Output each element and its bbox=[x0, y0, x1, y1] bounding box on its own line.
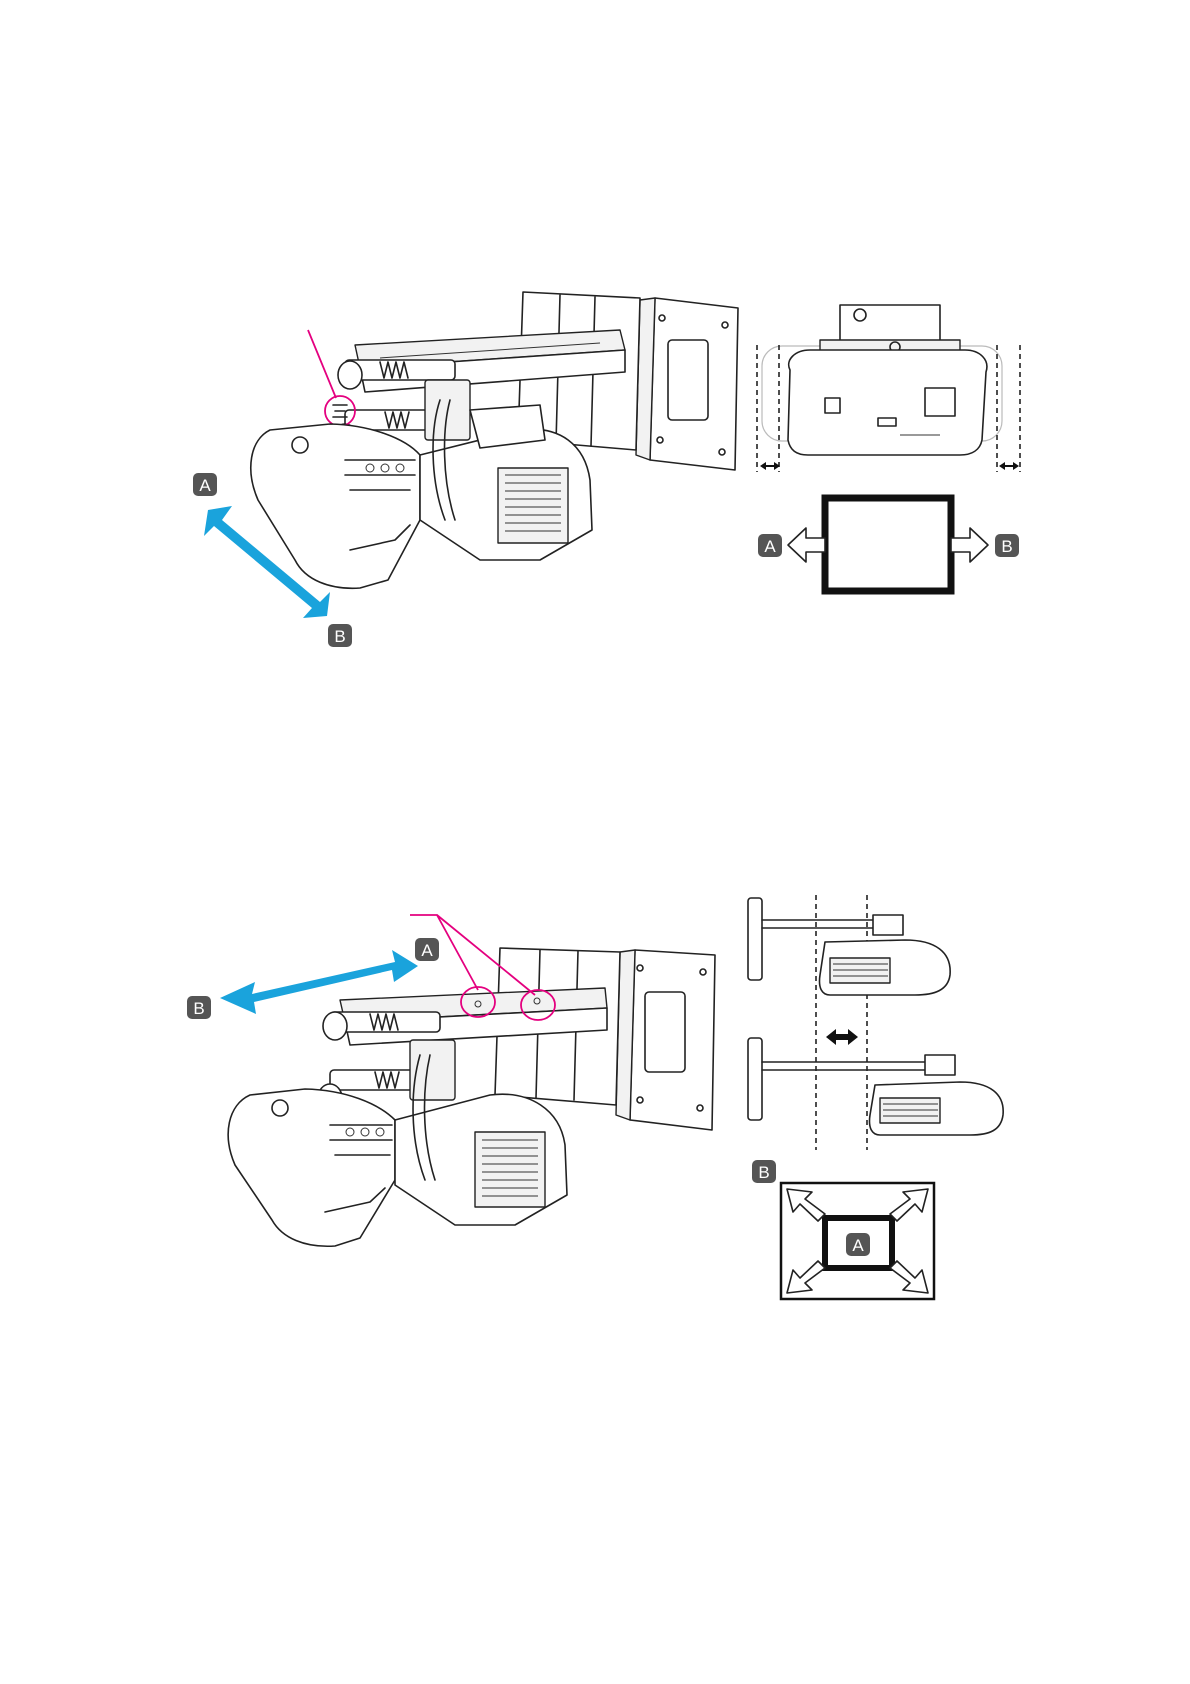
projected-screen-1 bbox=[825, 498, 951, 591]
side-view-inset-2 bbox=[748, 895, 1003, 1150]
badge-b-screen-1: B bbox=[995, 534, 1019, 557]
hollow-arrow-left-icon bbox=[788, 528, 825, 562]
svg-text:B: B bbox=[334, 627, 345, 646]
badge-a-screen-1: A bbox=[758, 534, 782, 557]
svg-text:A: A bbox=[764, 537, 776, 556]
svg-text:A: A bbox=[199, 476, 211, 495]
badge-b-screen-2: B bbox=[752, 1160, 776, 1183]
badge-a-fig1: A bbox=[193, 473, 217, 496]
double-headed-arrow-icon bbox=[826, 1029, 858, 1045]
wall-plate-2 bbox=[616, 950, 715, 1130]
double-headed-arrow-icon bbox=[999, 462, 1019, 470]
badge-b-fig2: B bbox=[187, 996, 211, 1019]
badge-a-fig2: A bbox=[415, 938, 439, 961]
svg-text:B: B bbox=[193, 999, 204, 1018]
wall-plate-1 bbox=[636, 298, 738, 470]
svg-text:B: B bbox=[758, 1163, 769, 1182]
figure-1-horizontal-adjustment: A B bbox=[193, 292, 1020, 647]
hollow-arrow-right-icon bbox=[951, 528, 988, 562]
badge-a-screen-2: A bbox=[846, 1233, 870, 1256]
badge-b-fig1: B bbox=[328, 624, 352, 647]
svg-text:A: A bbox=[421, 941, 433, 960]
figure-2-depth-adjustment: A B bbox=[187, 895, 1003, 1299]
svg-text:B: B bbox=[1001, 537, 1012, 556]
double-headed-arrow-icon bbox=[760, 462, 780, 470]
svg-text:A: A bbox=[852, 1236, 864, 1255]
front-view-inset-1 bbox=[757, 305, 1020, 472]
